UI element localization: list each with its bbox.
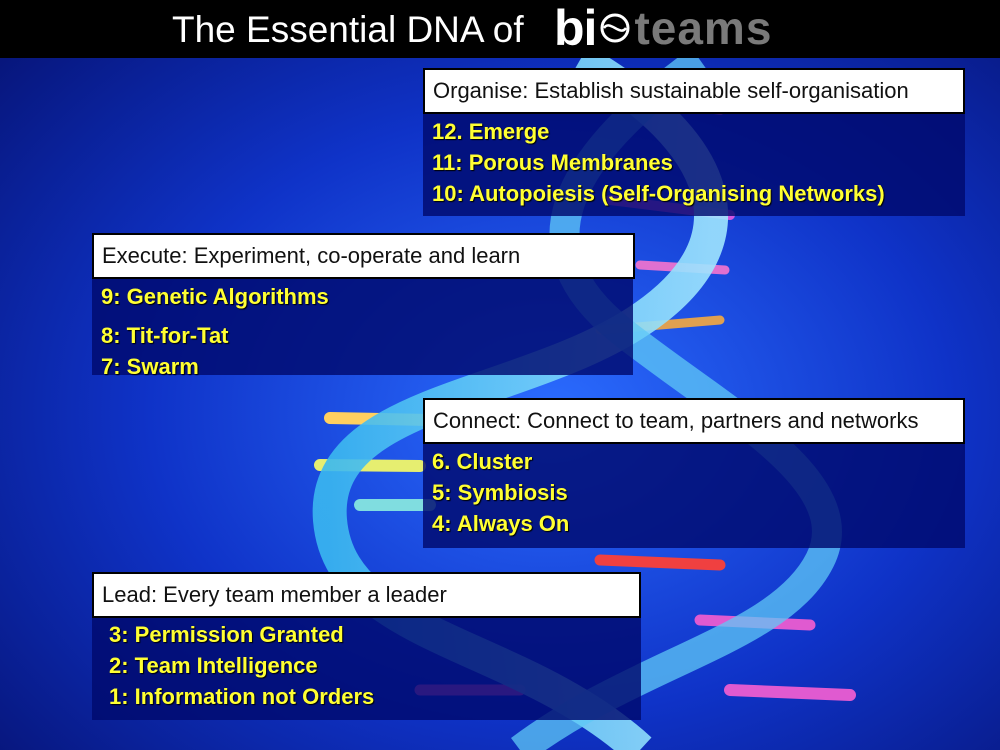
list-item: 2: Team Intelligence [109,653,318,678]
list-item: 10: Autopoiesis (Self-Organising Network… [432,181,885,206]
organise-heading: Organise: Establish sustainable self-org… [423,68,965,114]
list-item: 11: Porous Membranes [432,150,673,175]
page-title: The Essential DNA of [172,9,524,50]
bioteams-logo: bi teams [554,0,773,56]
execute-heading: Execute: Experiment, co-operate and lear… [92,233,635,279]
logo-bi-text: bi [554,0,597,56]
list-item: 6. Cluster [432,449,533,474]
list-item: 9: Genetic Algorithms [101,284,329,309]
logo-teams-text: teams [634,2,773,54]
list-item: 8: Tit-for-Tat [101,323,229,348]
list-item: 3: Permission Granted [109,622,344,647]
connect-heading: Connect: Connect to team, partners and n… [423,398,965,444]
list-item: 4: Always On [432,511,570,536]
list-item: 12. Emerge [432,119,550,144]
list-item: 1: Information not Orders [109,684,375,709]
lead-heading: Lead: Every team member a leader [92,572,641,618]
list-item: 5: Symbiosis [432,480,568,505]
logo-face-icon [600,13,630,43]
title-bar [0,0,1000,58]
list-item: 7: Swarm [101,354,199,379]
